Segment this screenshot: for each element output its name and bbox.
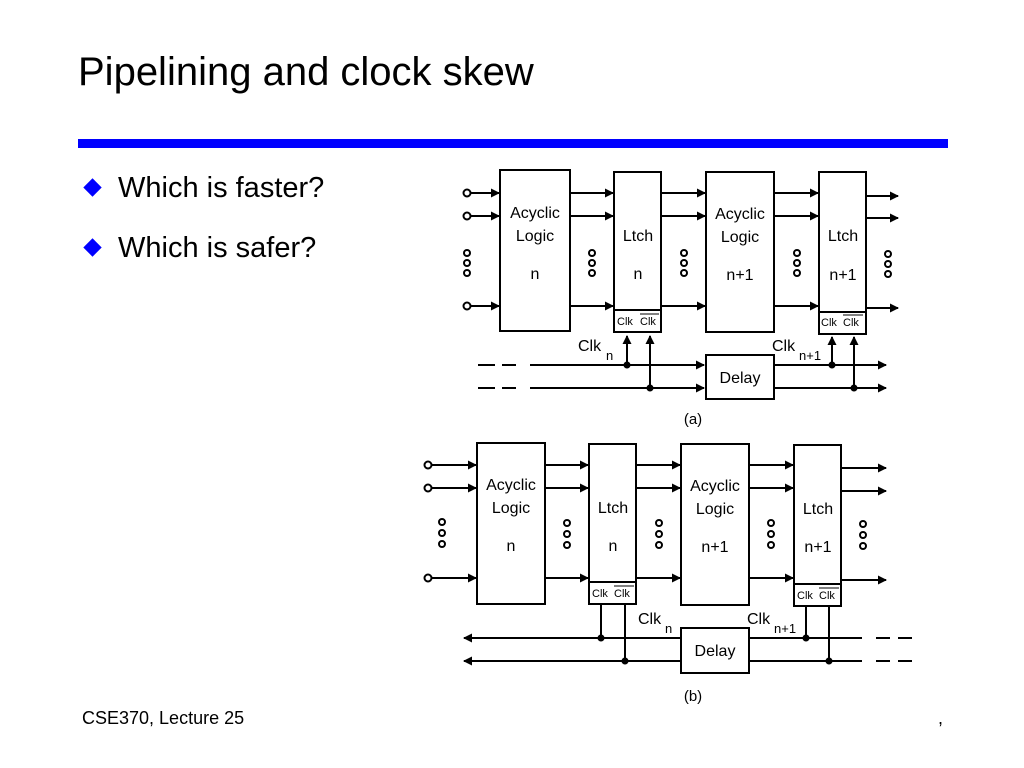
logic-label: Acyclic (510, 205, 560, 222)
latch-block-n1 (818, 171, 867, 335)
clk-port-label: Clk (797, 590, 813, 602)
latch-label: Ltch (828, 228, 858, 245)
latch-label: Ltch (803, 501, 833, 518)
clk-n-label: Clk (638, 611, 662, 628)
bullet-item: Which is faster? (83, 168, 325, 228)
latch-label: n+1 (804, 539, 831, 556)
caption-b: (b) (684, 688, 702, 705)
clk-n1-subscript: n+1 (774, 621, 796, 636)
latch-block-n (588, 443, 637, 605)
logic-label: Acyclic (715, 206, 765, 223)
ellipsis-dots-icon (680, 249, 688, 277)
clk-n-subscript: n (606, 348, 613, 363)
logic-label: Logic (696, 501, 734, 518)
bullet-text: Which is faster? (118, 172, 325, 204)
clk-port-label: Clk (617, 316, 633, 328)
delay-block-a (705, 354, 775, 400)
bullet-item: Which is safer? (83, 228, 324, 288)
ellipsis-dots-icon (438, 518, 446, 548)
ellipsis-dots-icon (793, 249, 801, 277)
delay-label: Delay (720, 370, 761, 387)
delay-block-b (680, 627, 750, 674)
caption-a: (a) (684, 411, 702, 428)
clk-n1-subscript: n+1 (799, 348, 821, 363)
logic-label: n+1 (726, 267, 753, 284)
clk-n-label: Clk (578, 338, 602, 355)
ellipsis-dots-icon (859, 520, 867, 550)
clk-n-subscript: n (665, 621, 672, 636)
title-divider (78, 139, 948, 148)
clkbar-port-label: Clk (640, 316, 656, 328)
bullet-text: Which is safer? (118, 232, 317, 264)
logic-block-n1 (705, 171, 775, 333)
footer-course: CSE370, Lecture 25 (82, 708, 245, 728)
latch-label: Ltch (623, 228, 653, 245)
clk-port-label: Clk (821, 317, 837, 329)
logic-label: n (531, 266, 540, 283)
footer-page-number: , (938, 708, 944, 728)
clkbar-port-label: Clk (843, 317, 859, 329)
ellipsis-dots-icon (563, 519, 571, 549)
clk-n1-label: Clk (772, 338, 796, 355)
latch-block-n (613, 171, 662, 333)
latch-label: n (609, 538, 618, 555)
logic-block-n (499, 169, 571, 332)
diagram-b (423, 442, 912, 674)
bullet-list: Which is faster? Which is safer? (83, 168, 325, 288)
delay-label: Delay (695, 643, 736, 660)
latch-block-n1 (793, 444, 842, 607)
clk-n1-label: Clk (747, 611, 771, 628)
slide-title: Pipelining and clock skew (78, 50, 534, 94)
logic-label: Acyclic (486, 477, 536, 494)
ellipsis-dots-icon (463, 249, 471, 277)
logic-label: Logic (516, 228, 554, 245)
latch-label: Ltch (598, 500, 628, 517)
logic-label: Logic (721, 229, 759, 246)
logic-label: Logic (492, 500, 530, 517)
clk-port-label: Clk (592, 588, 608, 600)
logic-block-n1 (680, 443, 750, 606)
latch-label: n+1 (829, 267, 856, 284)
logic-label: Acyclic (690, 478, 740, 495)
clkbar-port-label: Clk (614, 588, 630, 600)
ellipsis-dots-icon (767, 519, 775, 549)
diagram-a (462, 169, 899, 400)
ellipsis-dots-icon (655, 519, 663, 549)
logic-label: n+1 (701, 539, 728, 556)
ellipsis-dots-icon (588, 249, 596, 277)
clkbar-port-label: Clk (819, 590, 835, 602)
logic-label: n (507, 538, 516, 555)
latch-label: n (634, 266, 643, 283)
logic-block-n (476, 442, 546, 605)
ellipsis-dots-icon (884, 250, 892, 278)
